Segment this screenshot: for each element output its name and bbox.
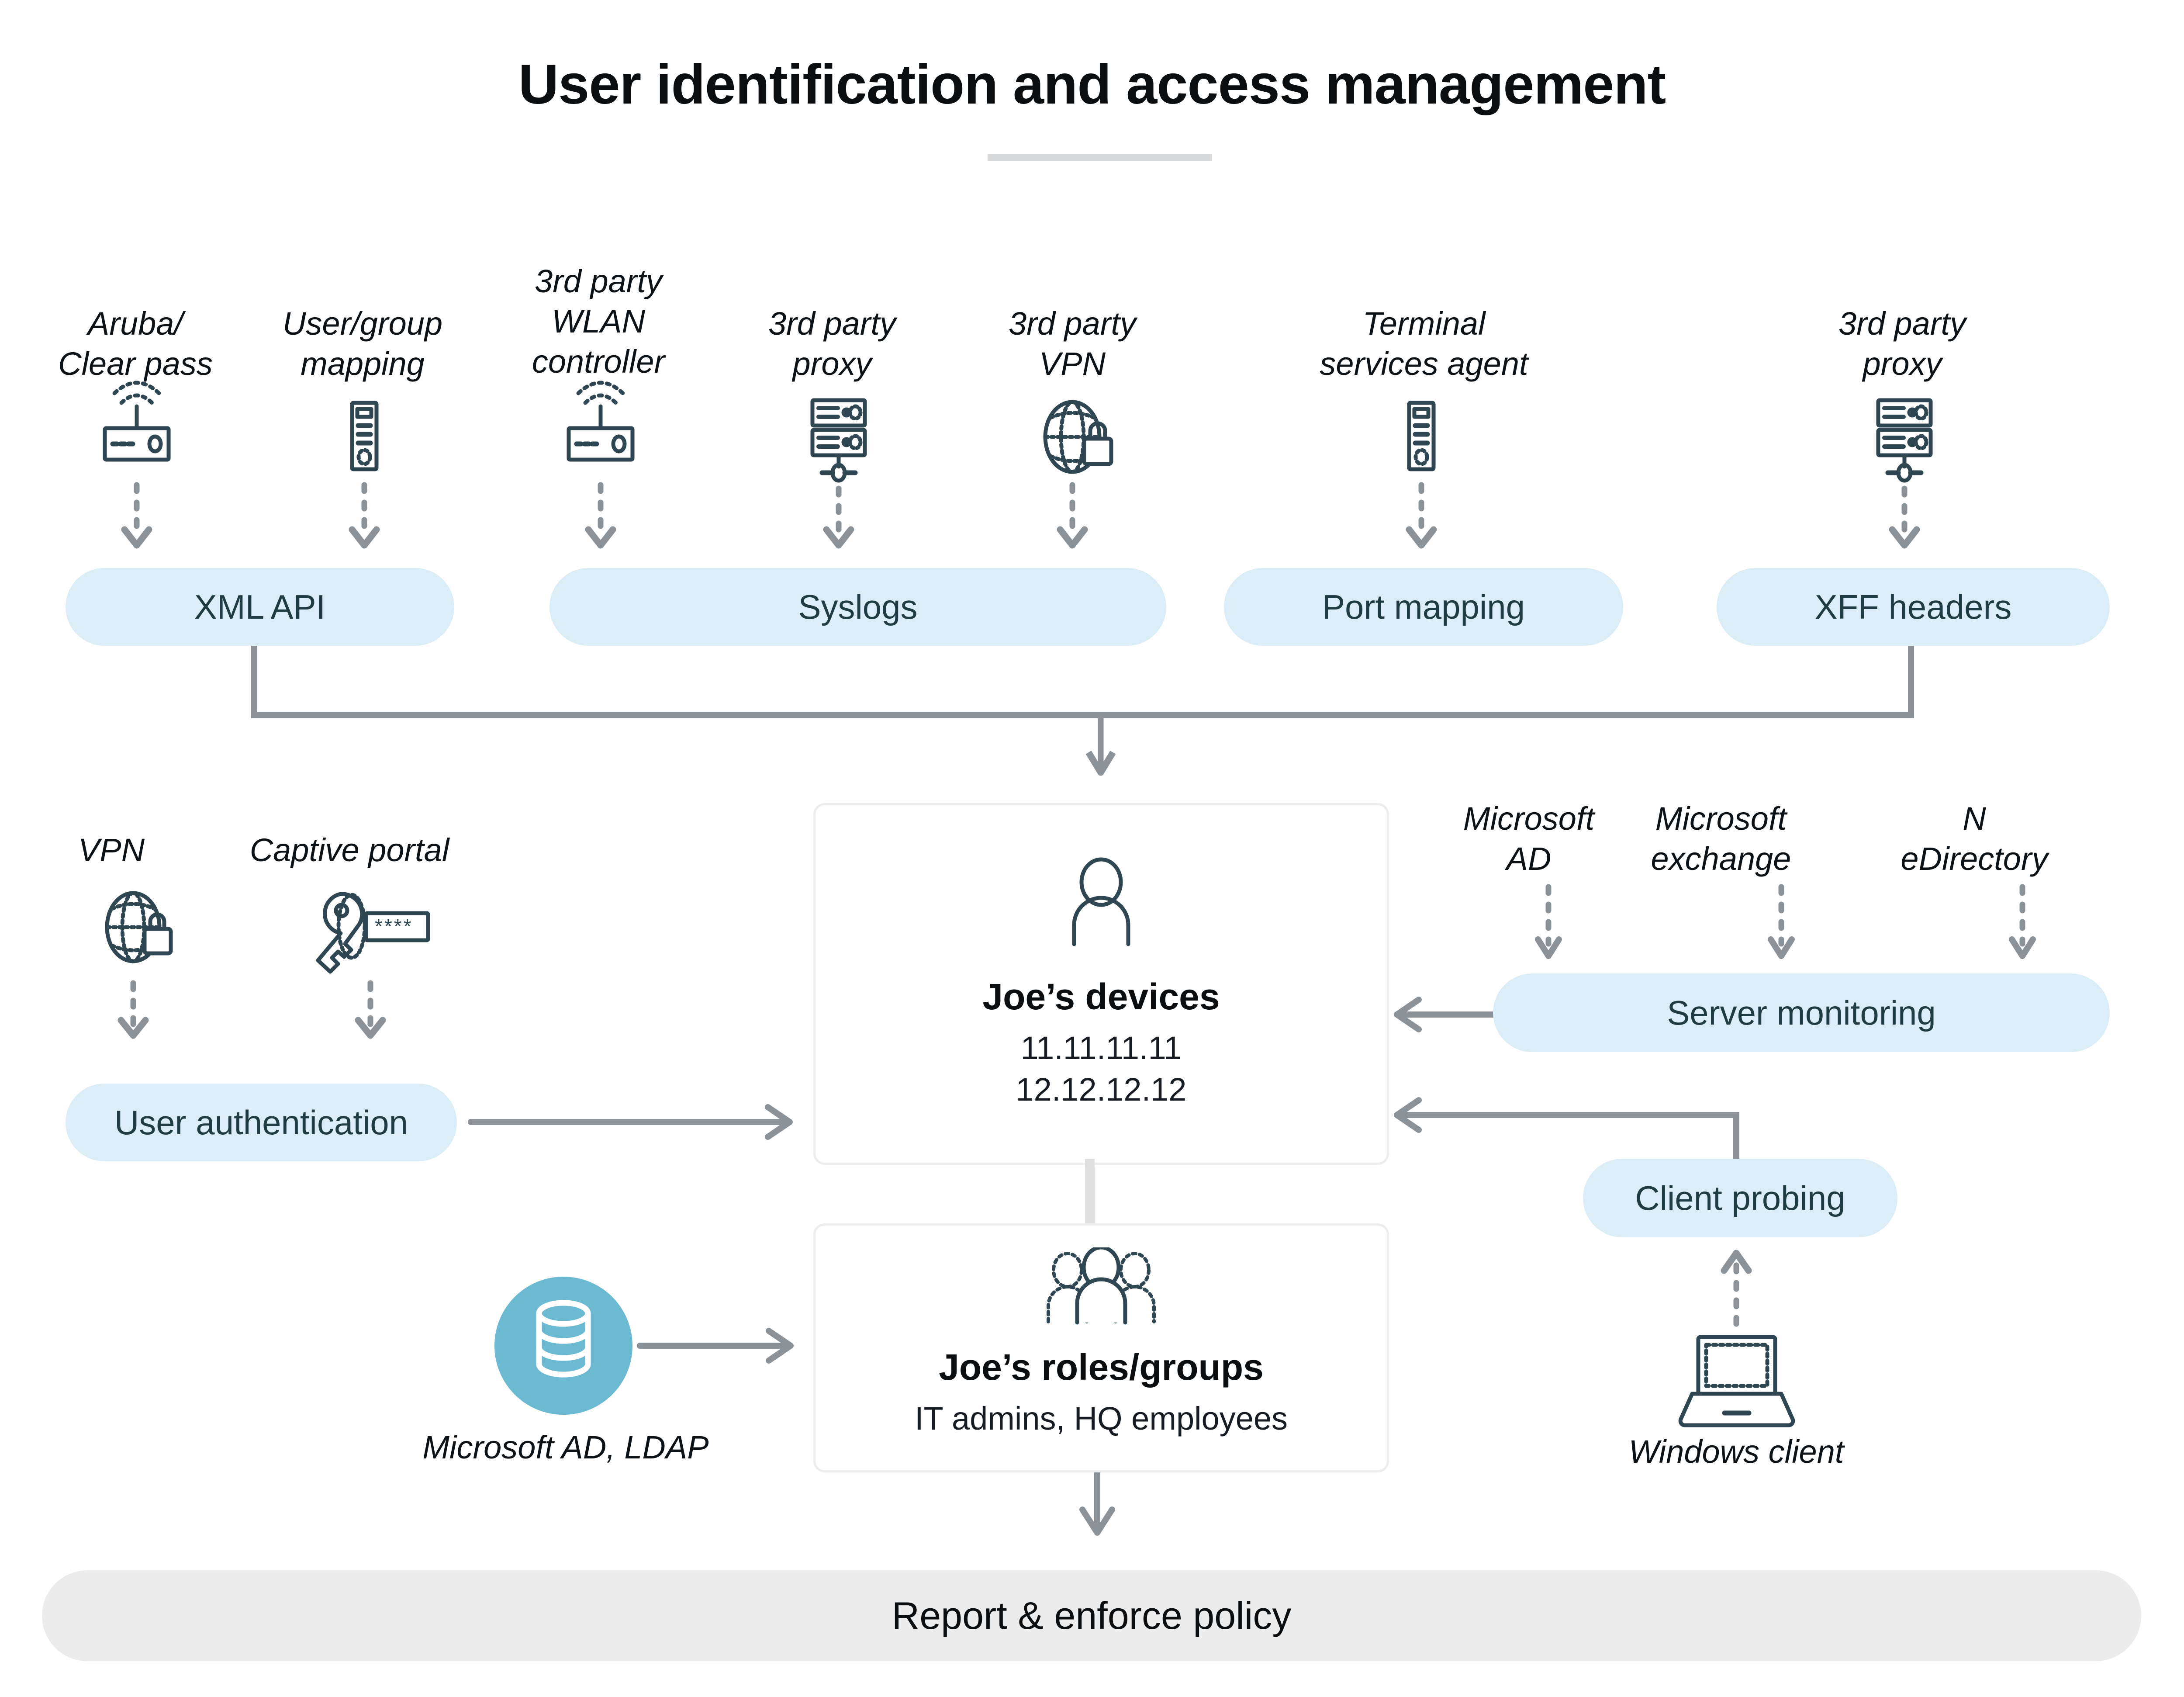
src-line-1: Aruba/ <box>87 305 183 342</box>
arrow-server-monitoring-to-devices <box>1394 997 1496 1032</box>
joes-devices-card[interactable]: Joe’s devices 11.11.11.11 12.12.12.12 <box>813 803 1389 1165</box>
pill-client-probing[interactable]: Client probing <box>1583 1159 1897 1237</box>
auth-label-vpn: VPN <box>78 832 145 868</box>
windows-client-label: Windows client <box>1628 1434 1844 1470</box>
dashed-arrow-down <box>117 980 149 1039</box>
joes-roles-card[interactable]: Joe’s roles/groups IT admins, HQ employe… <box>813 1223 1389 1472</box>
dashed-arrow-down <box>1768 884 1795 959</box>
pill-xml-api[interactable]: XML API <box>66 568 454 646</box>
arrow-roles-to-footer <box>1079 1469 1115 1536</box>
pill-server-monitoring[interactable]: Server monitoring <box>1493 973 2110 1052</box>
page-title: User identification and access managemen… <box>518 53 1666 116</box>
key-password-icon: **** <box>316 892 430 974</box>
dashed-arrow-down <box>2009 884 2036 959</box>
footer-report-enforce-policy-bar[interactable]: Report & enforce policy <box>42 1570 2141 1661</box>
joes-roles-title: Joe’s roles/groups <box>939 1347 1264 1388</box>
wifi-router-icon <box>103 381 171 462</box>
wifi-router-icon <box>567 381 635 462</box>
globe-lock-icon <box>105 891 173 963</box>
server-tower-icon <box>350 401 379 471</box>
source-label-aruba-clear-pass: Aruba/Clear pass <box>26 304 245 384</box>
dashed-arrow-up-windows-client <box>1721 1250 1752 1327</box>
pill-xff-headers[interactable]: XFF headers <box>1717 568 2110 646</box>
single-user-icon <box>1072 857 1130 946</box>
arrow-database-to-roles <box>637 1328 794 1364</box>
bus-connector <box>251 646 1914 718</box>
joes-devices-ip-2: 12.12.12.12 <box>1016 1071 1187 1108</box>
directory-source-label: Microsoft AD, LDAP <box>422 1429 709 1465</box>
dashed-arrow-down <box>1535 884 1562 959</box>
dashed-arrow-down <box>823 485 854 549</box>
proxy-server-icon <box>810 398 867 483</box>
title-underline <box>988 154 1212 161</box>
joes-roles-subtitle: IT admins, HQ employees <box>914 1400 1288 1437</box>
dashed-arrow-down <box>355 980 386 1039</box>
pill-syslogs[interactable]: Syslogs <box>549 568 1166 646</box>
user-group-icon <box>1047 1247 1156 1325</box>
database-icon <box>494 1277 632 1415</box>
dashed-arrow-down <box>1889 485 1920 549</box>
joes-devices-title: Joe’s devices <box>982 976 1220 1017</box>
dashed-arrow-down <box>585 482 616 549</box>
pill-port-mapping[interactable]: Port mapping <box>1224 568 1623 646</box>
auth-label-captive-portal: Captive portal <box>249 832 449 868</box>
dashed-arrow-down <box>121 482 152 549</box>
arrow-user-auth-to-devices <box>468 1104 793 1140</box>
svg-text:****: **** <box>375 915 413 938</box>
proxy-server-icon <box>1876 398 1933 483</box>
laptop-icon <box>1678 1335 1795 1427</box>
dashed-arrow-down <box>1057 482 1088 549</box>
joes-devices-ip-1: 11.11.11.11 <box>1020 1030 1182 1066</box>
src-line-2: Clear pass <box>58 345 213 382</box>
globe-lock-icon <box>1043 400 1113 474</box>
dashed-arrow-down <box>1406 482 1437 549</box>
pill-user-authentication[interactable]: User authentication <box>66 1084 457 1161</box>
server-tower-icon <box>1407 401 1436 471</box>
dashed-arrow-down <box>349 482 380 549</box>
